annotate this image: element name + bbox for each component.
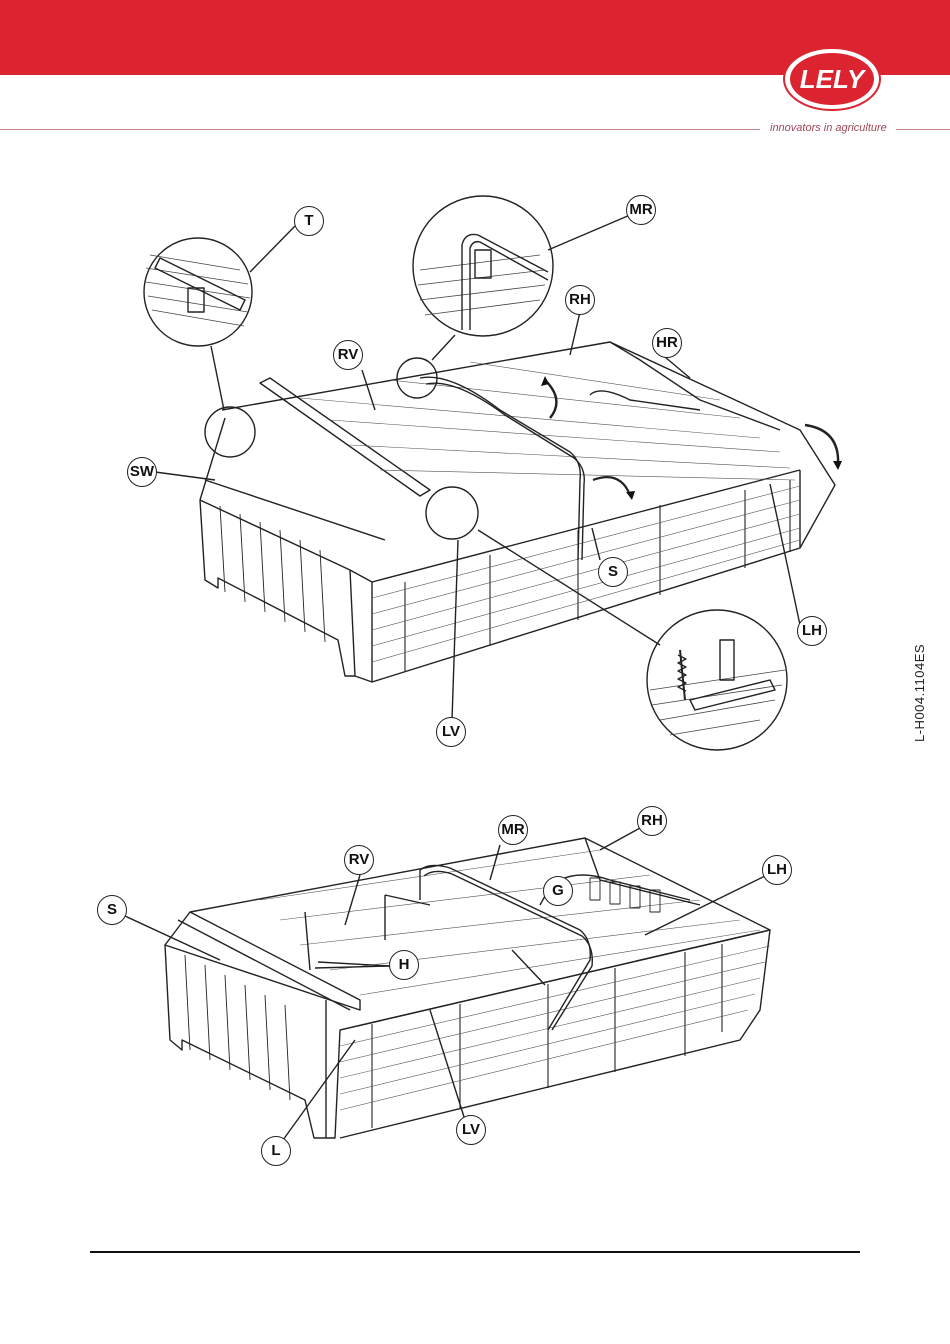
callout-RV-bottom: RV: [344, 845, 374, 875]
header-rule-end: [896, 129, 950, 130]
callout-LH: LH: [797, 616, 827, 646]
callout-HR: HR: [652, 328, 682, 358]
callout-RV: RV: [333, 340, 363, 370]
callout-RH: RH: [565, 285, 595, 315]
callout-G-bottom: G: [543, 876, 573, 906]
bottom-illustration: [0, 800, 900, 1180]
callout-LV: LV: [436, 717, 466, 747]
callout-L-bottom: L: [261, 1136, 291, 1166]
callout-MR: MR: [626, 195, 656, 225]
callout-RH-bottom: RH: [637, 806, 667, 836]
callout-LV-bottom: LV: [456, 1115, 486, 1145]
header-rule: [0, 129, 760, 130]
callout-SW: SW: [127, 457, 157, 487]
bottom-illustration-drawing: [0, 800, 900, 1180]
callout-LH-bottom: LH: [762, 855, 792, 885]
tagline: innovators in agriculture: [770, 122, 887, 134]
callout-MR-bottom: MR: [498, 815, 528, 845]
callout-H-bottom: H: [389, 950, 419, 980]
document-code: L-H004.1104ES: [912, 644, 927, 742]
logo-text: LELY: [800, 64, 867, 94]
lely-logo: LELY: [782, 46, 882, 112]
callout-S: S: [598, 557, 628, 587]
footer-rule: [90, 1251, 860, 1253]
callout-T: T: [294, 206, 324, 236]
callout-S-bottom: S: [97, 895, 127, 925]
